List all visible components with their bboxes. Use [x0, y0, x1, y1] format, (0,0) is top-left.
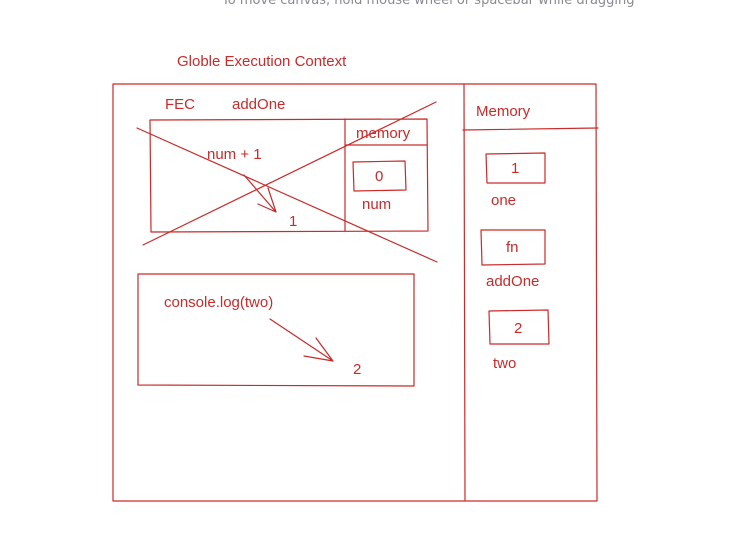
- fec-result: 1: [289, 213, 298, 230]
- fec-code: num + 1: [207, 146, 262, 163]
- memory-name-addone: addOne: [486, 273, 540, 290]
- memory-name-one: one: [491, 192, 517, 209]
- memory-value-one: 1: [511, 160, 520, 177]
- log-output: 2: [353, 361, 362, 378]
- gec-memory-underline: [462, 127, 599, 131]
- gec-frame: [112, 83, 598, 502]
- fec-memory-name: num: [362, 196, 392, 213]
- canvas-hint: To move canvas, hold mouse wheel or spac…: [222, 0, 635, 8]
- memory-value-addone: fn: [506, 239, 519, 256]
- fec-arrow: [243, 174, 277, 213]
- gec-divider: [463, 83, 466, 501]
- log-code: console.log(two): [164, 294, 274, 311]
- gec-memory-header: Memory: [476, 103, 531, 120]
- memory-box-one: [485, 152, 546, 184]
- fec-memory-value: 0: [375, 168, 384, 185]
- fec-num-box: [352, 160, 407, 192]
- memory-box-two: [488, 309, 550, 345]
- fec-memory-header: memory: [356, 125, 411, 142]
- fec-function-name: addOne: [232, 96, 286, 113]
- memory-name-two: two: [493, 355, 517, 372]
- fec-cross-line-1: [136, 127, 438, 263]
- gec-title: Globle Execution Context: [177, 53, 347, 70]
- memory-box-addone: [480, 229, 546, 266]
- memory-value-two: 2: [514, 320, 523, 337]
- fec-label: FEC: [165, 96, 195, 113]
- log-box: [137, 273, 415, 387]
- fec-cross-line-2: [142, 101, 437, 246]
- log-arrow: [269, 318, 334, 362]
- fec-box: [149, 118, 429, 233]
